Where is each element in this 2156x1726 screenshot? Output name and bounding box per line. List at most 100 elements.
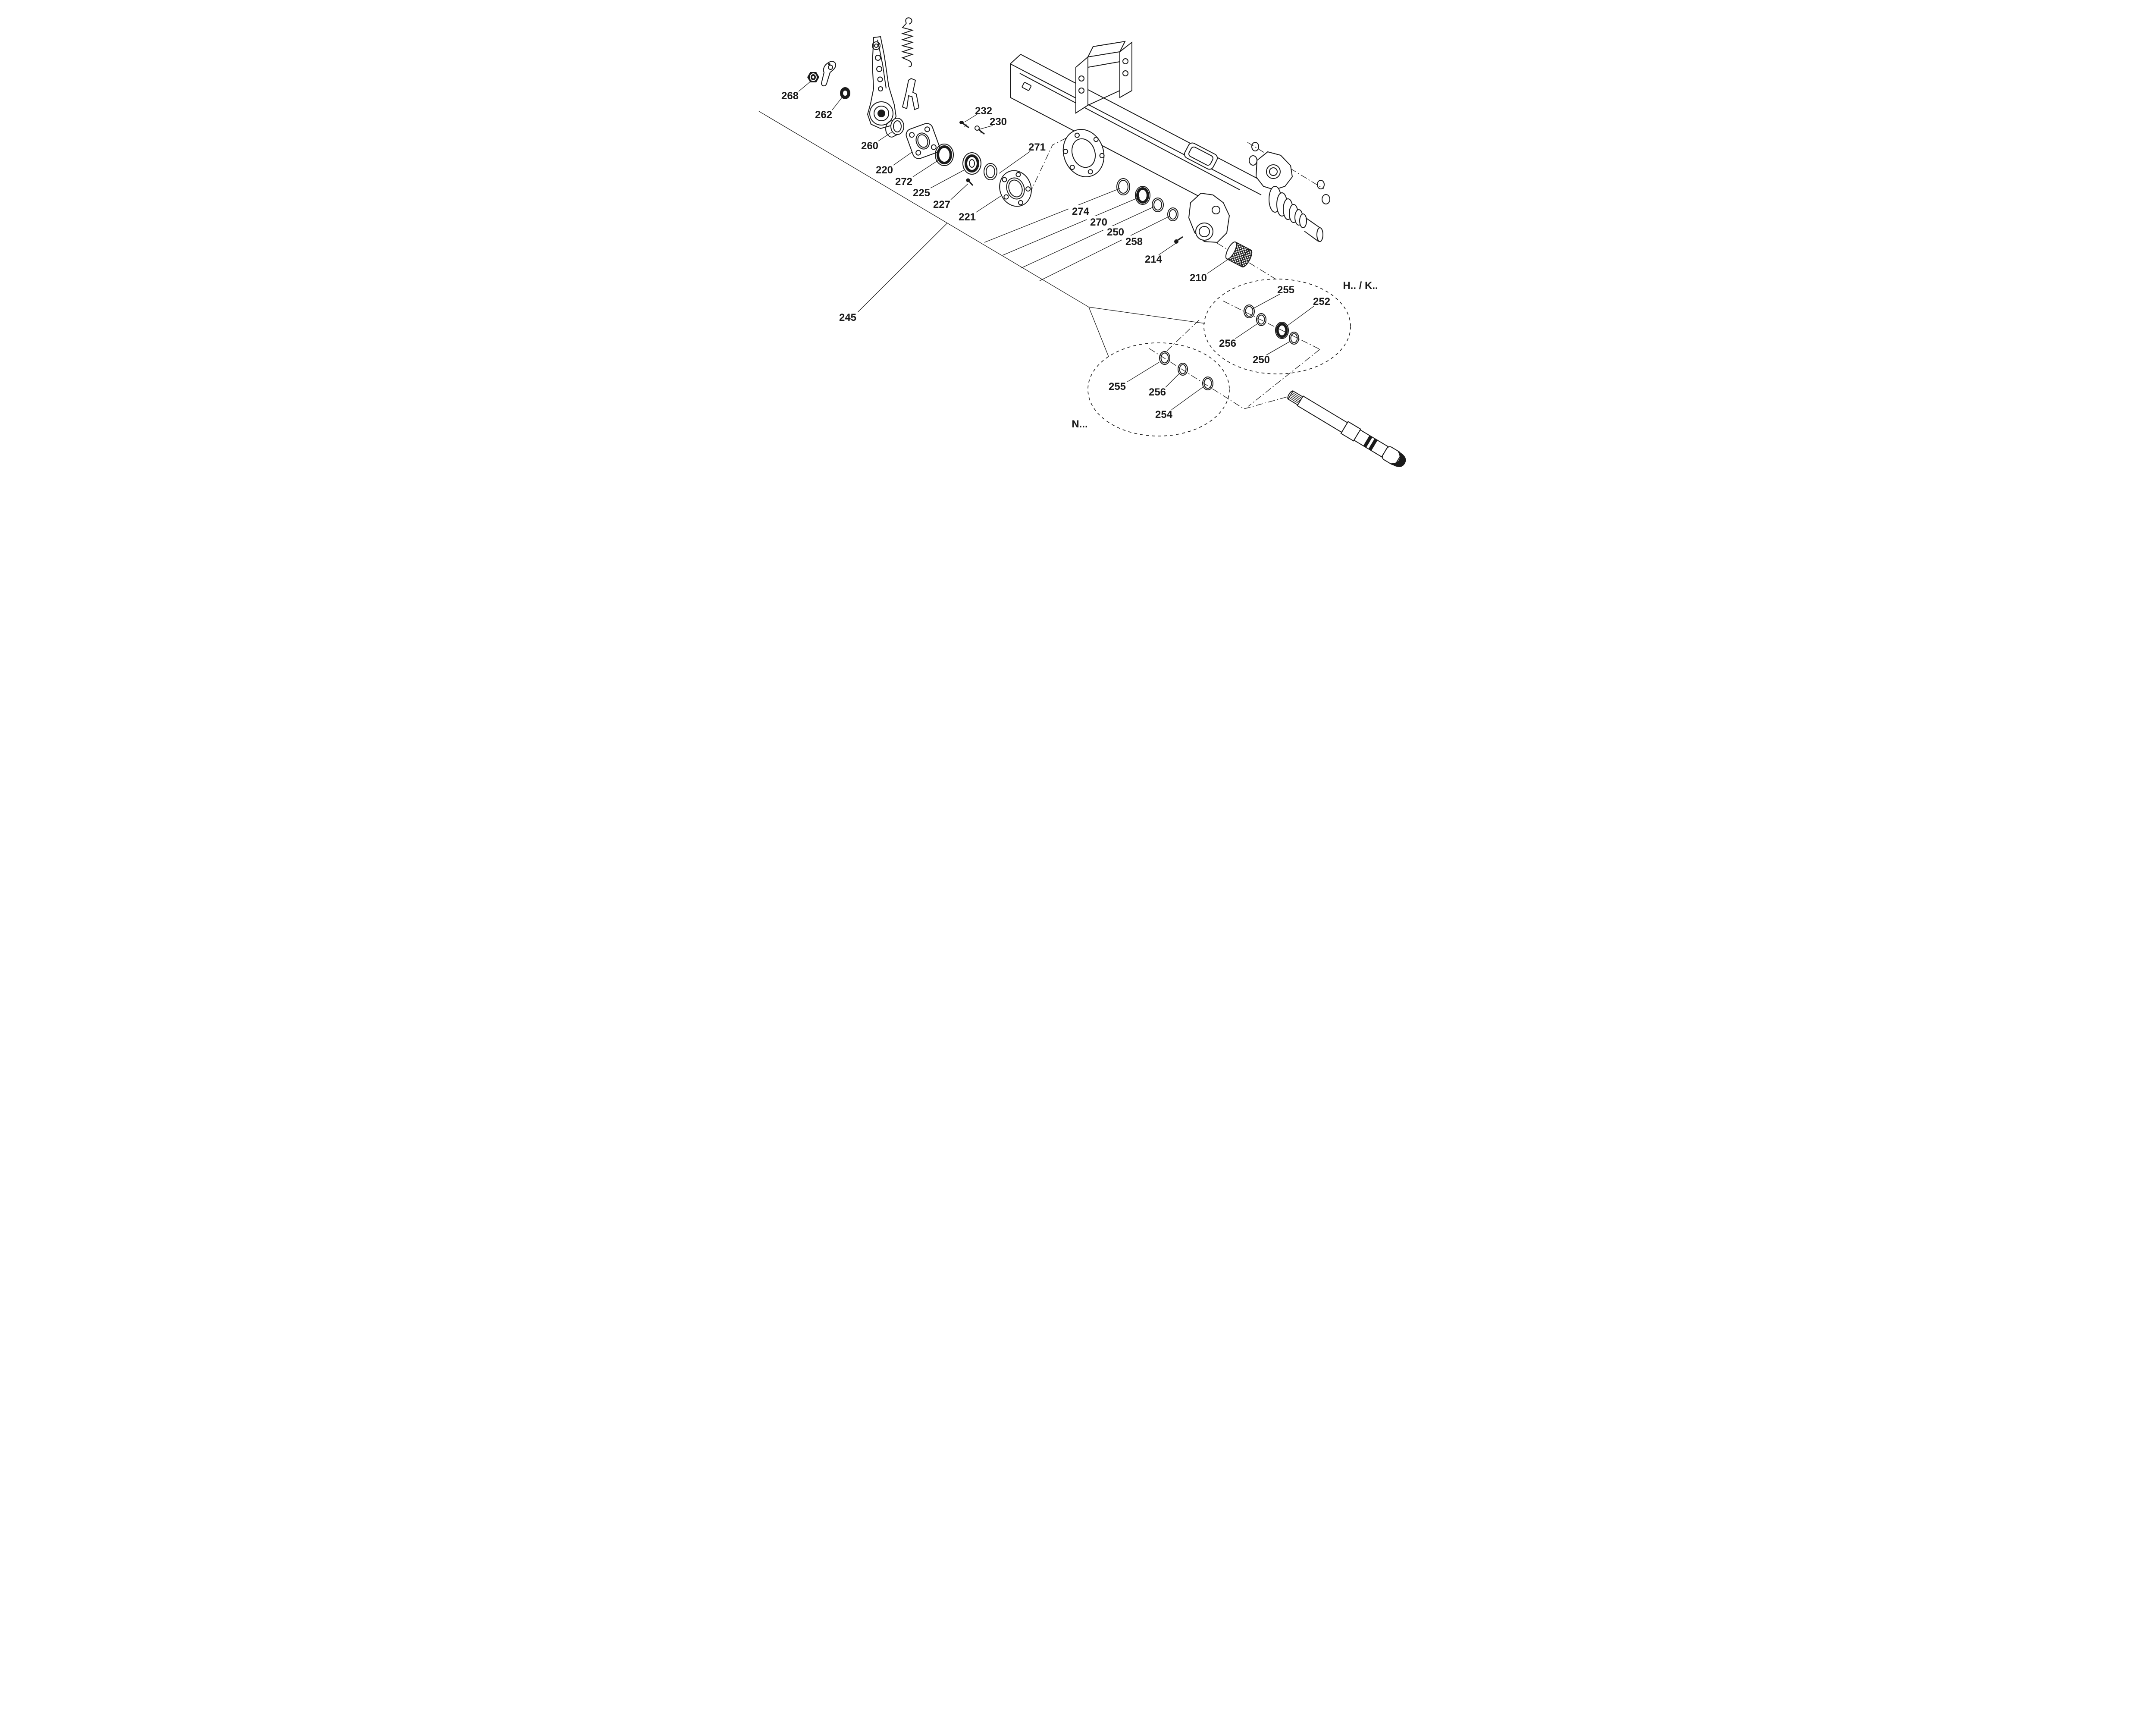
callout-hk-255: 255	[1277, 284, 1294, 296]
return-spring	[901, 17, 914, 68]
leader-260	[878, 130, 894, 141]
axis-line-271	[1025, 138, 1067, 202]
axis-line-detail-hk	[1223, 301, 1320, 350]
n-ring-256	[1178, 363, 1188, 376]
ring-258	[1167, 207, 1178, 221]
cap-225	[962, 152, 981, 175]
axis-line-detail-n	[1149, 348, 1244, 409]
screw-230	[975, 126, 985, 135]
leader-227	[950, 183, 968, 200]
callout-n-256: 256	[1149, 386, 1166, 398]
fork-bracket	[902, 78, 920, 110]
leader-232	[964, 114, 978, 122]
camshaft-shaft	[1287, 390, 1406, 467]
bolt-214	[1174, 236, 1183, 244]
hub-flange-221	[999, 170, 1032, 207]
leader-hk-252	[1286, 306, 1314, 327]
callout-221: 221	[959, 211, 976, 223]
callout-250: 250	[1107, 226, 1124, 238]
callout-232: 232	[975, 105, 992, 117]
callout-hk-256: 256	[1219, 338, 1236, 349]
washer-262	[840, 87, 850, 99]
detail-pointer-n	[1088, 307, 1109, 357]
callout-260: 260	[861, 140, 878, 152]
leader-n-255	[1126, 362, 1159, 383]
leader-274	[984, 188, 1120, 243]
n-ring-254	[1202, 377, 1213, 390]
spacer-ring	[984, 163, 997, 180]
callout-268: 268	[781, 90, 799, 102]
callout-hk-252: 252	[1313, 296, 1330, 308]
leader-hk-256	[1235, 323, 1258, 339]
leader-n-256	[1165, 373, 1180, 388]
camshaft-bracket	[1188, 192, 1230, 243]
kingpin-axis-line	[1247, 142, 1324, 189]
hk-ring-250	[1289, 332, 1299, 345]
callout-n-254: 254	[1155, 409, 1173, 421]
top-mounting-bracket	[1075, 41, 1132, 114]
leader-230	[979, 125, 993, 130]
n-ring-255	[1159, 351, 1170, 365]
detail-ellipse-n	[1087, 342, 1230, 436]
callout-245: 245	[839, 312, 856, 323]
hk-ring-252	[1275, 322, 1289, 339]
callout-hk-250: 250	[1253, 354, 1270, 366]
leader-268	[798, 80, 812, 92]
callout-210: 210	[1190, 272, 1207, 284]
slack-adjuster-lever	[867, 36, 897, 129]
screw-232	[959, 121, 969, 129]
axis-fold-line	[1248, 349, 1320, 407]
callout-227: 227	[933, 199, 950, 210]
hk-ring-256	[1256, 313, 1266, 326]
snap-ring-274	[1116, 178, 1130, 195]
seal-ring-272	[935, 144, 954, 166]
callout-271: 271	[1028, 141, 1046, 153]
callout-272: 272	[895, 176, 912, 188]
callout-258: 258	[1125, 236, 1143, 248]
callout-220: 220	[876, 164, 893, 176]
detail-hk-title: H.. / K..	[1343, 280, 1378, 292]
leader-262	[832, 96, 843, 110]
lock-nut-268	[807, 72, 819, 82]
callout-270: 270	[1090, 217, 1107, 228]
ring-250	[1152, 198, 1164, 212]
axle-beam	[1010, 54, 1269, 202]
leader-hk-250	[1266, 341, 1290, 355]
leader-245	[857, 223, 948, 313]
leader-n-254	[1171, 387, 1203, 410]
axis-entry-line-n	[1163, 320, 1200, 355]
detail-pointer-hk	[1088, 307, 1206, 324]
bearing-ring-270	[1135, 186, 1150, 205]
bushing-260	[885, 118, 904, 138]
leader-214	[1158, 242, 1178, 255]
assembly-bracket-line	[758, 111, 1089, 308]
hk-ring-255	[1244, 304, 1255, 318]
callout-225: 225	[913, 187, 930, 199]
leader-250	[1020, 206, 1155, 269]
callout-labels: 268 262 260 220 272 225 227 221 232 230 …	[781, 90, 1378, 430]
leader-271	[999, 151, 1031, 174]
pawl-lever	[821, 61, 837, 87]
leader-221	[976, 193, 1006, 213]
callout-230: 230	[990, 116, 1007, 128]
axis-line-to-shaft	[1244, 395, 1291, 409]
callout-274: 274	[1072, 206, 1090, 217]
leader-hk-255	[1252, 294, 1280, 309]
callout-262: 262	[815, 109, 832, 121]
parts-diagram: 268 262 260 220 272 225 227 221 232 230 …	[744, 0, 1412, 486]
detail-n-title: N...	[1072, 418, 1087, 430]
mid-bracket-ring	[1184, 142, 1218, 170]
leader-270	[1002, 197, 1140, 256]
leader-258	[1039, 216, 1170, 281]
brake-flange-plate	[1062, 129, 1105, 177]
callout-n-255: 255	[1109, 381, 1126, 392]
leader-lines	[758, 80, 1314, 410]
callout-214: 214	[1145, 254, 1163, 265]
detail-ellipse-hk	[1203, 279, 1351, 374]
leader-210	[1207, 259, 1228, 274]
label-backgrounds	[1069, 205, 1146, 248]
splined-bush-210	[1225, 241, 1253, 268]
leader-225	[930, 169, 966, 188]
screw-227	[966, 178, 974, 186]
steering-knuckle	[1249, 142, 1330, 204]
